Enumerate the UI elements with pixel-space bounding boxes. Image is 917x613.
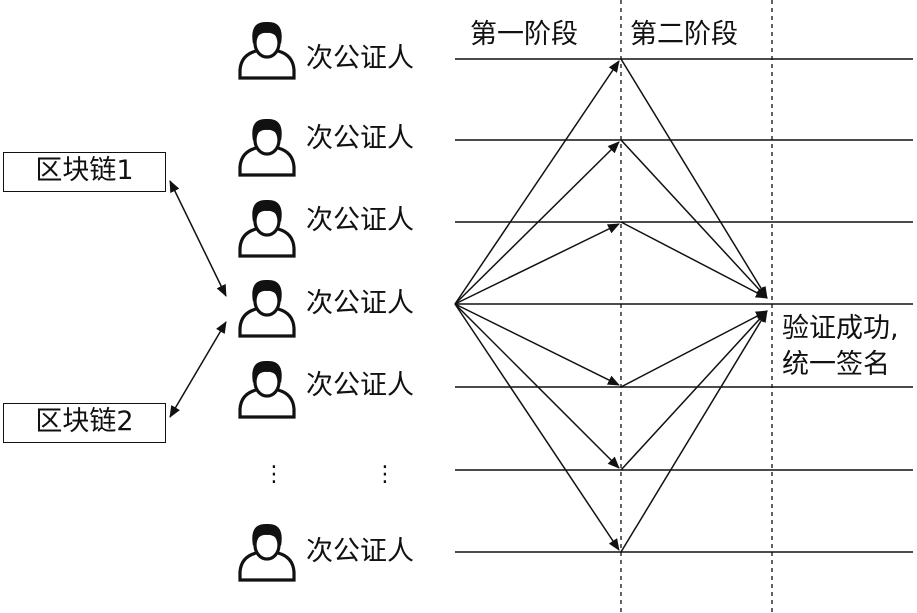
blockchain-1-box: 区块链1	[3, 152, 166, 192]
phase2-label: 第二阶段	[630, 19, 738, 50]
phase2-arrow-6	[620, 310, 768, 471]
notary-6-label: 次公证人	[306, 536, 414, 567]
phase2-arrow-3	[620, 221, 768, 299]
phase1-arrow-1	[454, 60, 620, 305]
ellipsis-right: ⋮	[374, 462, 396, 487]
person-icon	[238, 118, 296, 177]
result-line-2: 统一签名	[782, 349, 890, 380]
notary-2-label: 次公证人	[306, 123, 414, 154]
phase1-arrow-2	[454, 141, 620, 305]
notary-4-label: 次公证人	[306, 288, 414, 319]
blockchain-2-box: 区块链2	[3, 403, 166, 443]
notary-3-label: 次公证人	[306, 205, 414, 236]
blockchain1-link-arrow	[169, 180, 227, 297]
phase1-arrows	[454, 60, 620, 551]
phase2-arrow-7	[620, 310, 768, 553]
phase2-arrow-2	[620, 139, 768, 299]
notary-1-label: 次公证人	[306, 43, 414, 74]
person-icon	[238, 279, 296, 338]
person-icon	[238, 21, 296, 80]
blockchain-1-label: 区块链1	[35, 155, 134, 186]
ellipsis-left: ⋮	[263, 462, 285, 487]
phase1-arrow-6	[454, 303, 620, 469]
person-icon	[238, 360, 296, 419]
phase1-arrow-7	[454, 303, 620, 551]
phase2-arrow-5	[620, 310, 768, 388]
phase2-arrows	[620, 58, 768, 553]
notary-timelines	[455, 58, 913, 553]
person-icon	[238, 199, 296, 258]
phase1-label: 第一阶段	[470, 19, 578, 50]
blockchain-2-label: 区块链2	[35, 406, 134, 437]
result-line-1: 验证成功,	[782, 313, 899, 344]
blockchain2-link-arrow	[169, 321, 227, 418]
person-icon	[238, 523, 296, 582]
phase2-arrow-1	[620, 58, 768, 299]
notary-5-label: 次公证人	[306, 370, 414, 401]
phase1-arrow-5	[454, 303, 620, 386]
phase1-arrow-3	[454, 223, 620, 305]
